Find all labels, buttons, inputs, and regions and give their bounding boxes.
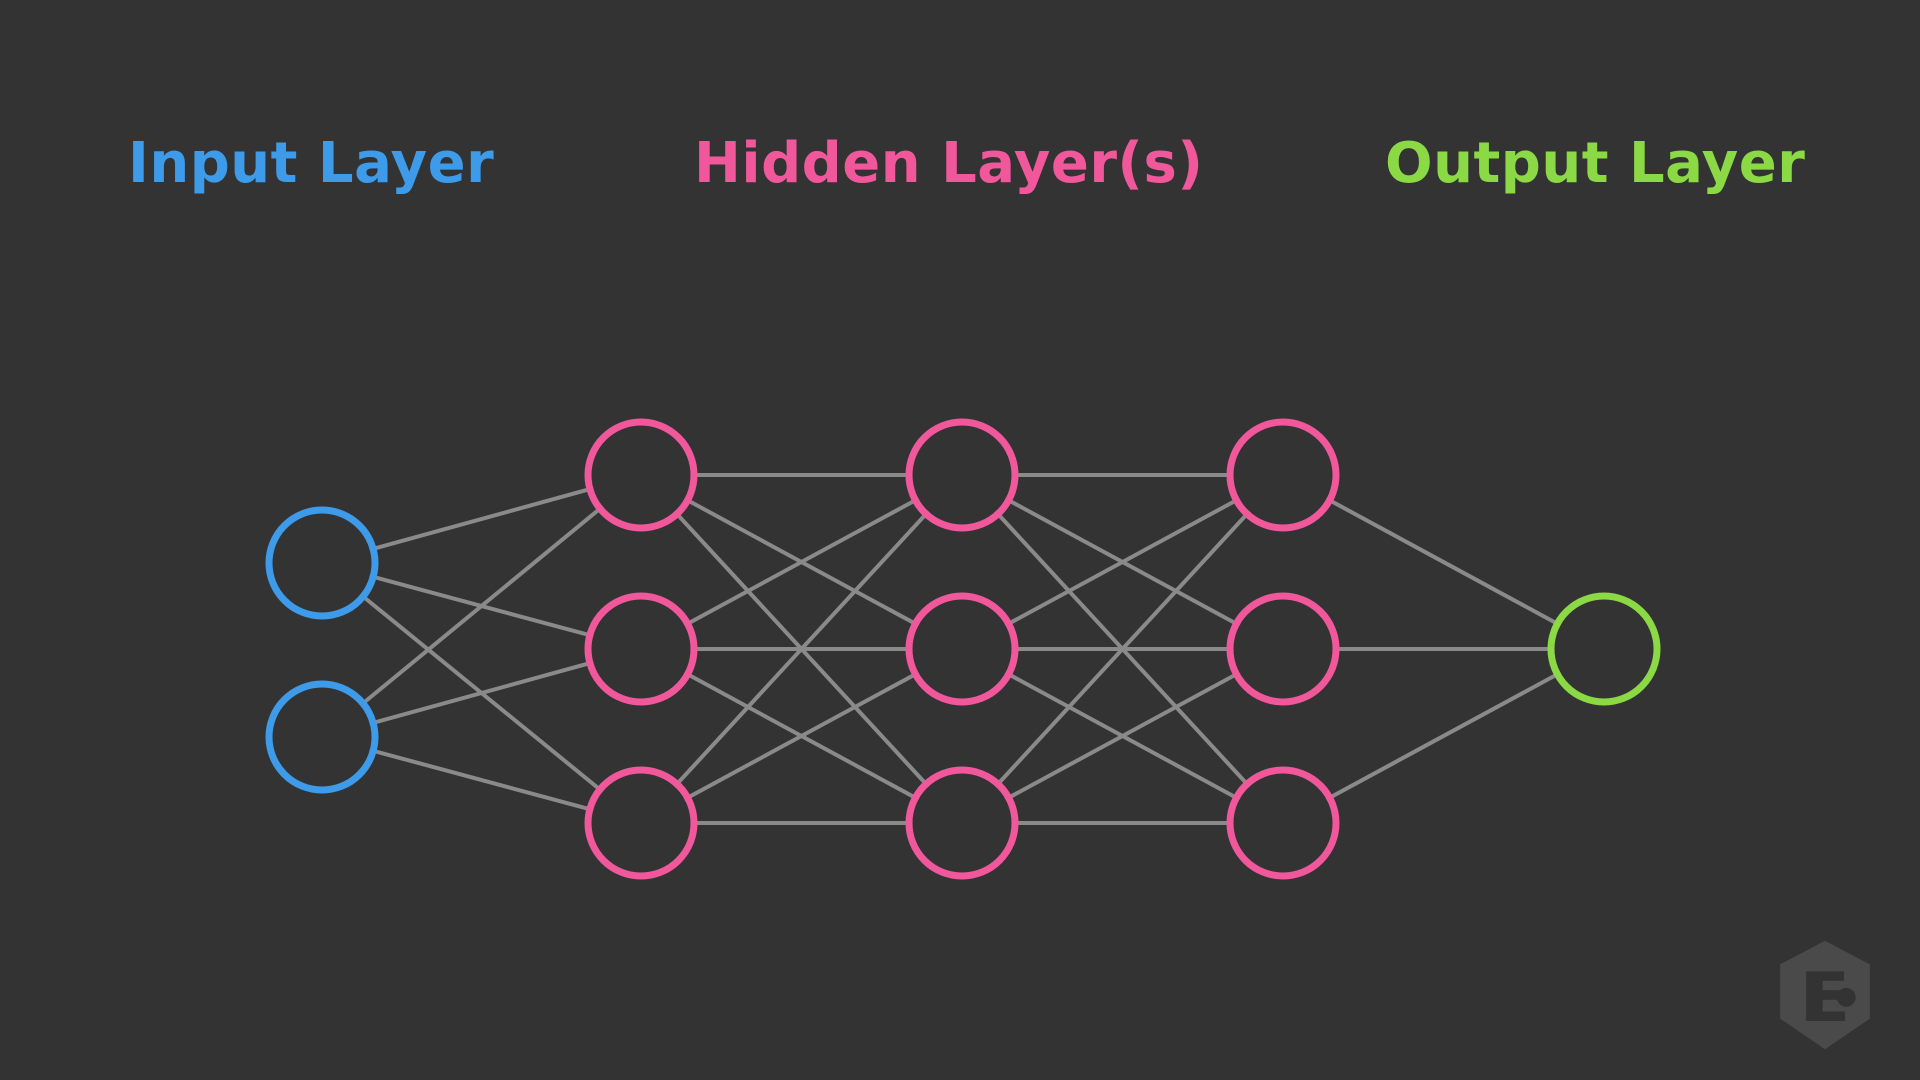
- neuron-node-hidden[interactable]: [584, 592, 698, 706]
- connection-edge: [1281, 473, 1606, 651]
- neuron-node-hidden[interactable]: [905, 766, 1019, 880]
- neuron-node-fill: [272, 687, 372, 787]
- connection-edge: [320, 473, 643, 739]
- neuron-node-fill: [272, 513, 372, 613]
- connection-edge: [1281, 647, 1606, 825]
- neuron-node-hidden[interactable]: [584, 418, 698, 532]
- neuron-node-fill: [591, 425, 691, 525]
- neuron-node-fill: [1554, 599, 1654, 699]
- neuron-node-fill: [591, 599, 691, 699]
- layer-label-input: Input Layer: [128, 131, 495, 196]
- connection-edge: [960, 473, 1285, 651]
- connection-edge: [639, 647, 964, 825]
- neuron-node-input[interactable]: [265, 680, 379, 794]
- neuron-node-hidden[interactable]: [1226, 592, 1340, 706]
- connection-edge: [960, 647, 1285, 825]
- neuron-node-hidden[interactable]: [1226, 766, 1340, 880]
- layer-label-hidden: Hidden Layer(s): [694, 131, 1204, 196]
- neuron-nodes: [265, 418, 1661, 880]
- neuron-node-input[interactable]: [265, 506, 379, 620]
- connection-edge: [960, 473, 1285, 825]
- neuron-node-hidden[interactable]: [905, 592, 1019, 706]
- neuron-node-fill: [1233, 599, 1333, 699]
- neuron-node-fill: [591, 773, 691, 873]
- neuron-node-fill: [1233, 773, 1333, 873]
- connection-edge: [639, 473, 964, 651]
- neuron-node-hidden[interactable]: [905, 418, 1019, 532]
- neuron-node-hidden[interactable]: [1226, 418, 1340, 532]
- neuron-node-fill: [1233, 425, 1333, 525]
- connection-edge: [639, 473, 964, 825]
- neuron-node-fill: [912, 773, 1012, 873]
- neuron-node-fill: [912, 425, 1012, 525]
- layer-label-output: Output Layer: [1385, 131, 1806, 196]
- neuron-node-hidden[interactable]: [584, 766, 698, 880]
- neuron-node-fill: [912, 599, 1012, 699]
- neuron-node-output[interactable]: [1547, 592, 1661, 706]
